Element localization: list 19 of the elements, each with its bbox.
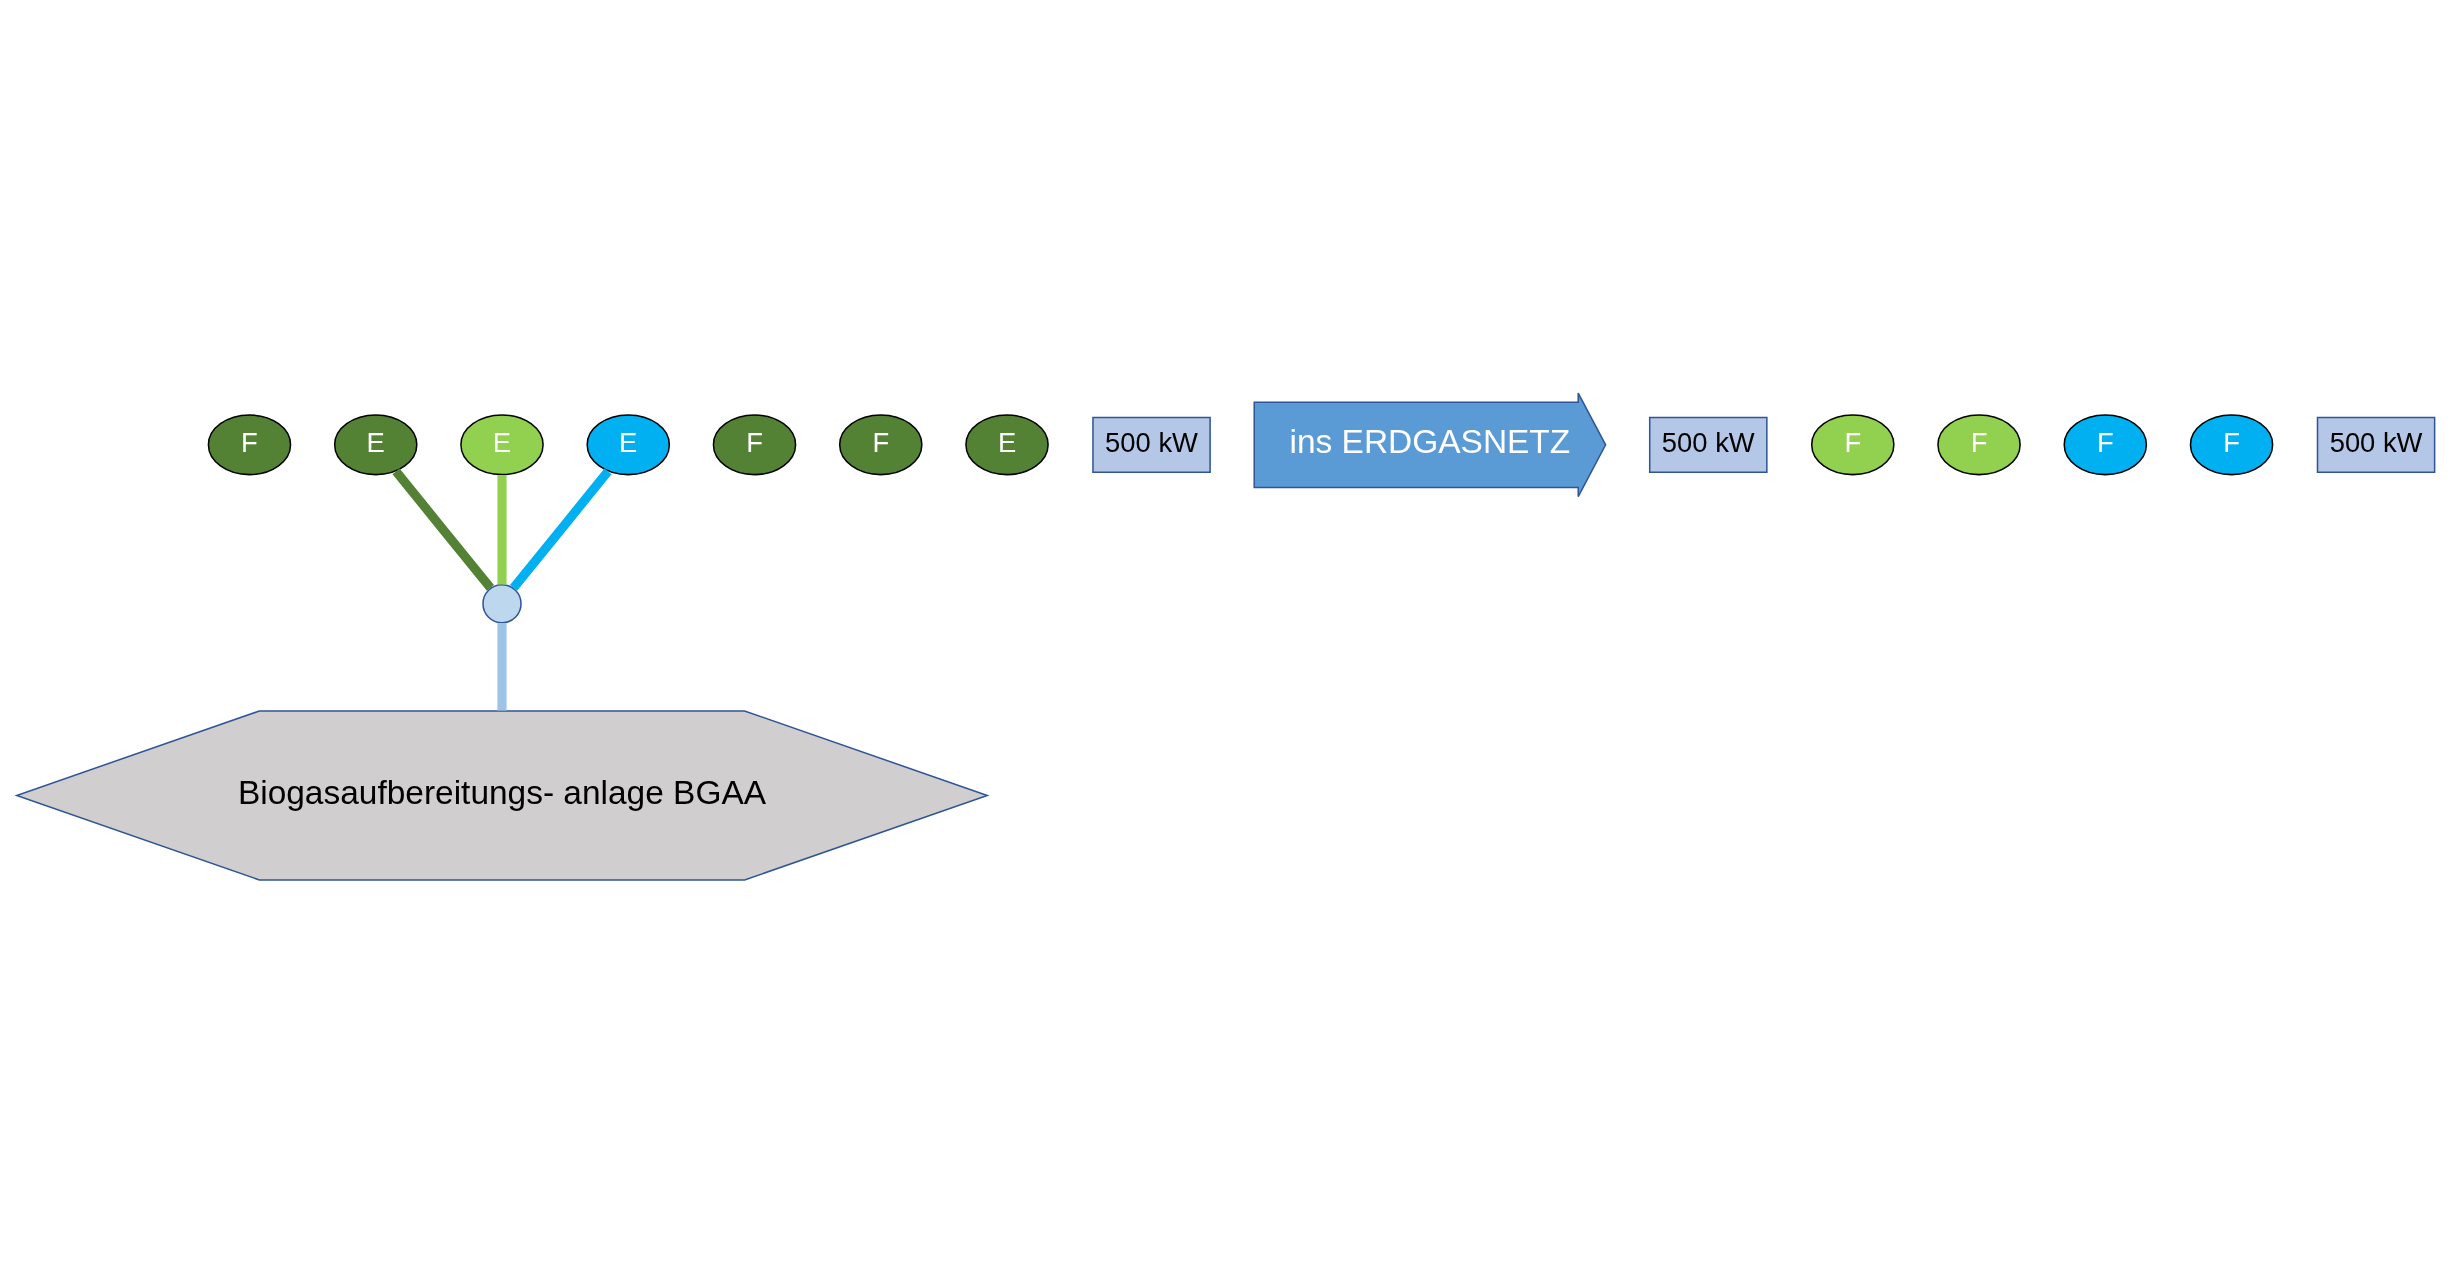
node-ellipse: F bbox=[1937, 414, 2021, 476]
node-ellipse: E bbox=[965, 414, 1049, 476]
node-ellipse: E bbox=[333, 414, 418, 476]
node-box: 500 kW bbox=[1092, 416, 1211, 473]
node-ellipse: F bbox=[2063, 414, 2148, 476]
node-ellipse: F bbox=[2189, 414, 2274, 476]
connector bbox=[497, 474, 507, 585]
node-ellipse: F bbox=[838, 414, 923, 476]
node-ellipse: F bbox=[207, 414, 292, 476]
node-box: 500 kW bbox=[1648, 416, 1768, 473]
node-box: 500 kW bbox=[2316, 416, 2436, 473]
connector bbox=[497, 623, 507, 711]
node-circle bbox=[482, 584, 522, 624]
connector bbox=[392, 468, 494, 591]
connector bbox=[510, 468, 612, 591]
node-ellipse: F bbox=[712, 414, 797, 476]
node-ellipse: F bbox=[1810, 414, 1895, 476]
node-ellipse: E bbox=[586, 414, 671, 476]
node-ellipse: E bbox=[460, 414, 544, 476]
